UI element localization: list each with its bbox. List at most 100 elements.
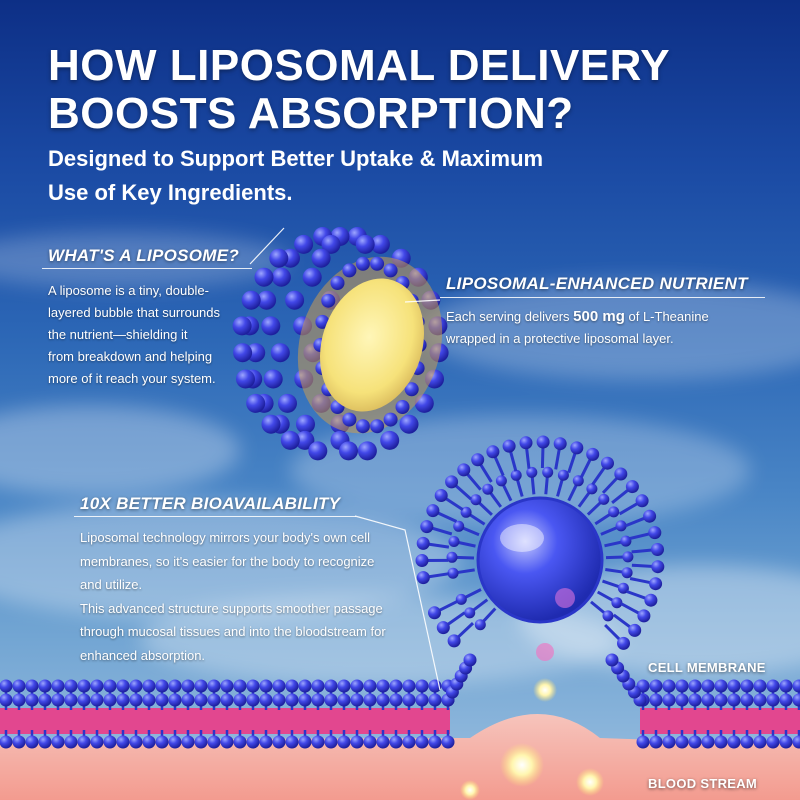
- vesicle-highlight: [500, 524, 544, 552]
- liposome-heading: WHAT'S A LIPOSOME?: [48, 246, 240, 265]
- vesicle-lipid-head: [502, 439, 516, 453]
- liposome-bead: [321, 234, 341, 254]
- absorbed-particle: [533, 678, 557, 702]
- membrane-lipid-head: [649, 735, 663, 749]
- membrane-lipid-head: [402, 693, 416, 707]
- vesicle-lipid-head: [446, 551, 458, 563]
- dose-amount: 500 mg: [573, 308, 625, 325]
- cell-membrane-label: CELL MEMBRANE: [648, 660, 766, 675]
- membrane-lipid-head: [90, 735, 104, 749]
- membrane-lipid-head: [376, 679, 390, 693]
- membrane-lipid-head: [792, 735, 800, 749]
- vesicle-lipid-head: [428, 606, 441, 620]
- liposome-inner-bead: [370, 419, 385, 434]
- membrane-lipid-head: [207, 693, 221, 707]
- vesicle-lipid-head: [622, 551, 634, 563]
- membrane-lipid-head: [701, 679, 715, 693]
- vesicle-inner-particle: [555, 588, 575, 608]
- bioavailability-description: Liposomal technology mirrors your body's…: [80, 530, 386, 663]
- vesicle-lipid-head: [586, 447, 600, 461]
- liposome-bead: [246, 343, 266, 363]
- liposome-bead: [370, 234, 390, 254]
- vesicle-lipid-head: [495, 475, 507, 487]
- vesicle-lipid-head: [643, 509, 657, 523]
- membrane-lipid-head: [220, 679, 234, 693]
- vesicle-lipid-head: [615, 520, 627, 532]
- vesicle-lipid-head: [536, 435, 550, 449]
- membrane-lipid-head: [103, 735, 117, 749]
- vesicle-lipid-head: [625, 480, 639, 494]
- membrane-lipid-head: [168, 693, 182, 707]
- membrane-lipid-head: [324, 735, 338, 749]
- membrane-lipid-head: [701, 735, 715, 749]
- membrane-lipid-head: [350, 679, 364, 693]
- membrane-lipid-head: [116, 693, 130, 707]
- vesicle-lipid-head: [455, 593, 467, 605]
- vesicle-lipid-head: [445, 475, 459, 489]
- nutrient-description: Each serving delivers 500 mg of L-Theani…: [446, 308, 709, 346]
- vesicle-lipid-head: [648, 526, 662, 540]
- liposome-bead: [236, 369, 255, 389]
- liposome-bead: [308, 441, 328, 461]
- membrane-lipid-head: [649, 679, 663, 693]
- membrane-lipid-head: [441, 735, 455, 749]
- membrane-lipid-head: [350, 735, 364, 749]
- membrane-lipid-head: [636, 735, 650, 749]
- membrane-lipid-head: [38, 735, 52, 749]
- vesicle-lipid-head: [448, 536, 460, 547]
- membrane-lipid-head: [142, 693, 156, 707]
- membrane-lipid-head: [259, 735, 273, 749]
- membrane-lipid-head: [51, 735, 65, 749]
- bioavailability-heading-underline: [74, 516, 356, 517]
- vesicle-lipid-head: [420, 520, 434, 534]
- vesicle-lipid-head: [601, 456, 614, 470]
- vesicle-lipid-head: [453, 520, 465, 532]
- nutrient-heading-underline: [440, 297, 765, 298]
- membrane-lipid-head: [168, 679, 182, 693]
- vesicle-lipid-head: [447, 634, 461, 648]
- liposome-bead: [280, 430, 300, 450]
- liposome-bead: [295, 430, 315, 450]
- liposome-description: A liposome is a tiny, double- layered bu…: [48, 283, 221, 386]
- membrane-lipid-head: [116, 735, 130, 749]
- vesicle-lipid-head: [608, 506, 620, 518]
- vesicle-lipid-head: [598, 493, 610, 505]
- membrane-lipid-head: [662, 679, 676, 693]
- membrane-lipid-head: [0, 679, 13, 693]
- vesicle-lipid-head: [470, 494, 482, 506]
- vesicle-lipid-head: [426, 504, 440, 518]
- liposome-bead: [271, 267, 291, 287]
- membrane-lipid-head: [415, 679, 429, 693]
- vesicle-lipid-head: [635, 494, 649, 508]
- membrane-lipid-head: [246, 693, 260, 707]
- membrane-lipid-head: [77, 693, 91, 707]
- membrane-lipid-head: [142, 735, 156, 749]
- vesicle-lipid-head: [464, 607, 476, 619]
- liposome-bead: [232, 316, 252, 336]
- membrane-lipid-head: [389, 735, 403, 749]
- vesicle-lipid-head: [614, 467, 628, 481]
- page-subtitle: Designed to Support Better Uptake & Maxi…: [48, 146, 544, 205]
- membrane-lipid-head: [428, 693, 442, 707]
- membrane-lipid-head: [77, 679, 91, 693]
- liposome-bead: [261, 414, 281, 434]
- membrane-lipid-head: [337, 693, 351, 707]
- vesicle-lipid-head: [649, 577, 663, 591]
- liposome-bead: [294, 234, 314, 254]
- vesicle-lipid-head: [510, 469, 522, 481]
- membrane-lipid-head: [220, 735, 234, 749]
- membrane-lipid-head: [740, 679, 754, 693]
- vesicle-lipid-head: [471, 453, 485, 467]
- membrane-lipid-head: [64, 693, 78, 707]
- liposome-bead: [380, 430, 400, 450]
- liposome-inner-bead: [404, 382, 419, 397]
- liposome-inner-bead: [370, 256, 385, 271]
- membrane-pink-band-left: [0, 708, 450, 734]
- liposome-inner-bead: [383, 263, 398, 278]
- membrane-lipid-head: [51, 693, 65, 707]
- liposome-inner-bead: [315, 314, 330, 329]
- liposome-inner-bead: [395, 400, 410, 414]
- vesicle-lipid-head: [570, 441, 584, 455]
- vesicle-lipid-head: [482, 483, 494, 495]
